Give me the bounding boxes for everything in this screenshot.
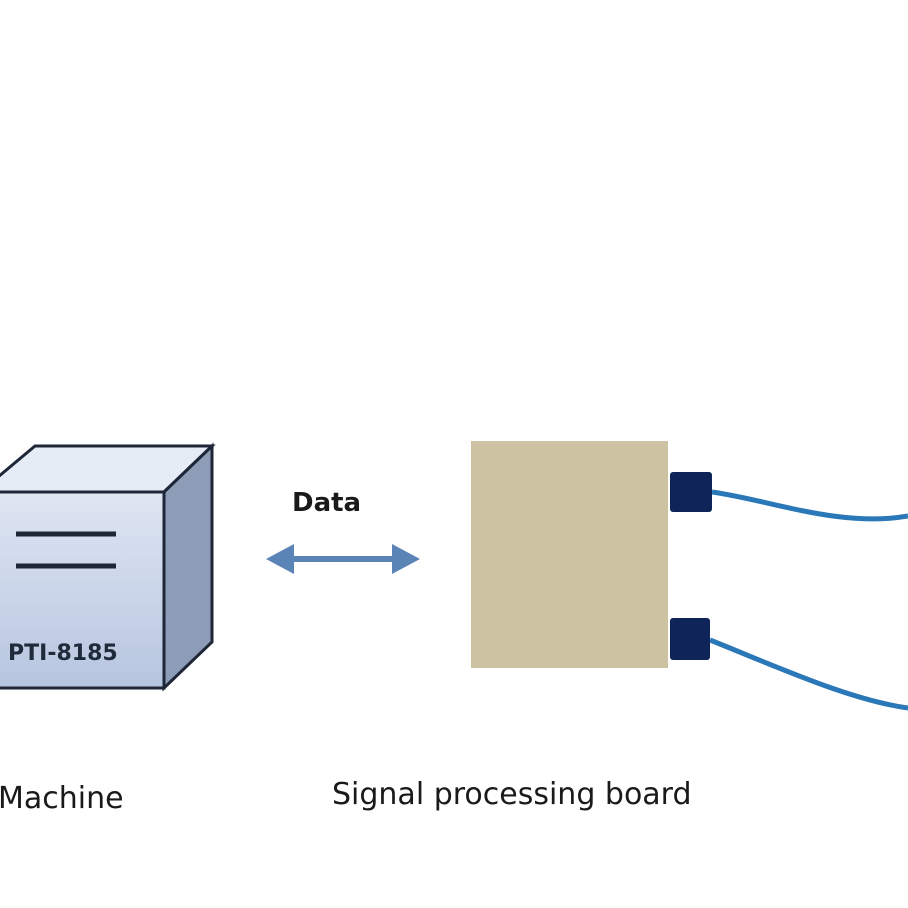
machine-front-face	[0, 490, 166, 690]
data-arrow-head-left	[266, 544, 294, 574]
cable-upper	[711, 489, 908, 522]
connector-lower	[670, 618, 710, 660]
data-arrow-head-right	[392, 544, 420, 574]
connector-upper	[670, 472, 712, 512]
cable-lower	[709, 637, 908, 711]
machine-model-label: PTI-8185	[8, 641, 118, 666]
machine-device: PTI-8185	[0, 442, 216, 692]
data-arrow	[266, 544, 420, 574]
machine-label: Machine	[0, 781, 124, 816]
data-link-label: Data	[292, 488, 361, 518]
signal-processing-board	[471, 441, 668, 668]
signal-processing-board-label: Signal processing board	[332, 777, 692, 812]
